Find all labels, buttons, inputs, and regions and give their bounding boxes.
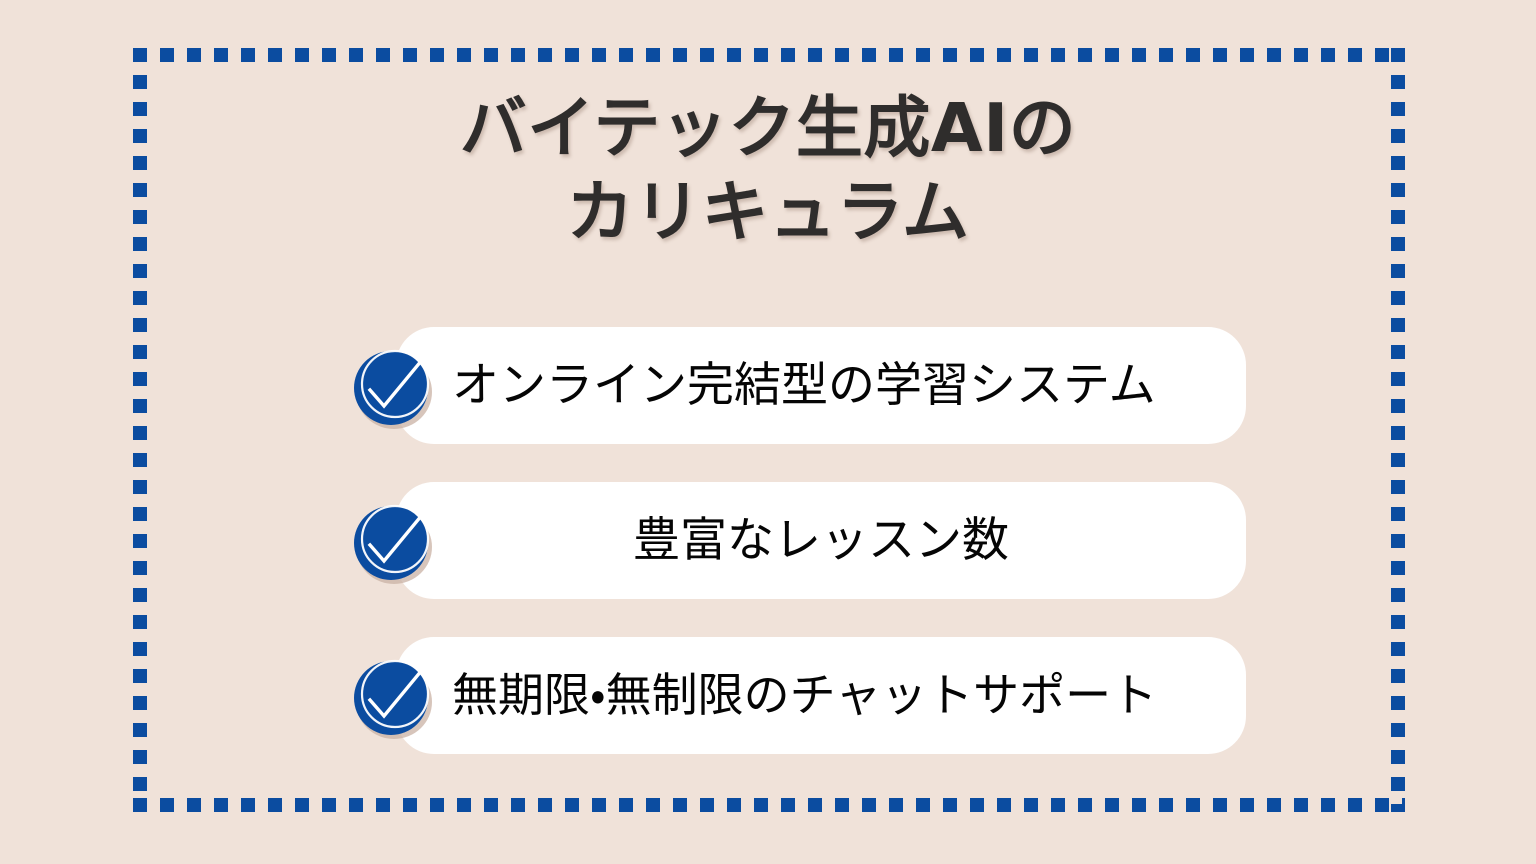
check-circle-icon xyxy=(350,346,434,430)
check-circle-icon xyxy=(350,656,434,740)
check-circle-icon xyxy=(350,501,434,585)
list-item: 豊富なレッスン数 xyxy=(0,482,1536,599)
dashed-border-bottom xyxy=(133,798,1405,812)
feature-card-1: オンライン完結型の学習システム xyxy=(396,327,1246,444)
page-title-line-1: バイテック生成AIの xyxy=(459,89,1077,167)
page-title: バイテック生成AIの カリキュラム xyxy=(0,86,1536,254)
feature-card-2: 豊富なレッスン数 xyxy=(396,482,1246,599)
list-item: 無期限・無制限のチャットサポート xyxy=(0,637,1536,754)
list-item: オンライン完結型の学習システム xyxy=(0,327,1536,444)
feature-label-1: オンライン完結型の学習システム xyxy=(452,357,1156,413)
feature-label-3: 無期限・無制限のチャットサポート xyxy=(452,668,1158,723)
feature-label-2: 豊富なレッスン数 xyxy=(633,512,1009,568)
page-title-line-2: カリキュラム xyxy=(566,173,970,251)
feature-card-3: 無期限・無制限のチャットサポート xyxy=(396,637,1246,754)
feature-list: オンライン完結型の学習システム 豊富なレッスン数 xyxy=(0,327,1536,754)
dashed-border-top xyxy=(133,48,1405,62)
